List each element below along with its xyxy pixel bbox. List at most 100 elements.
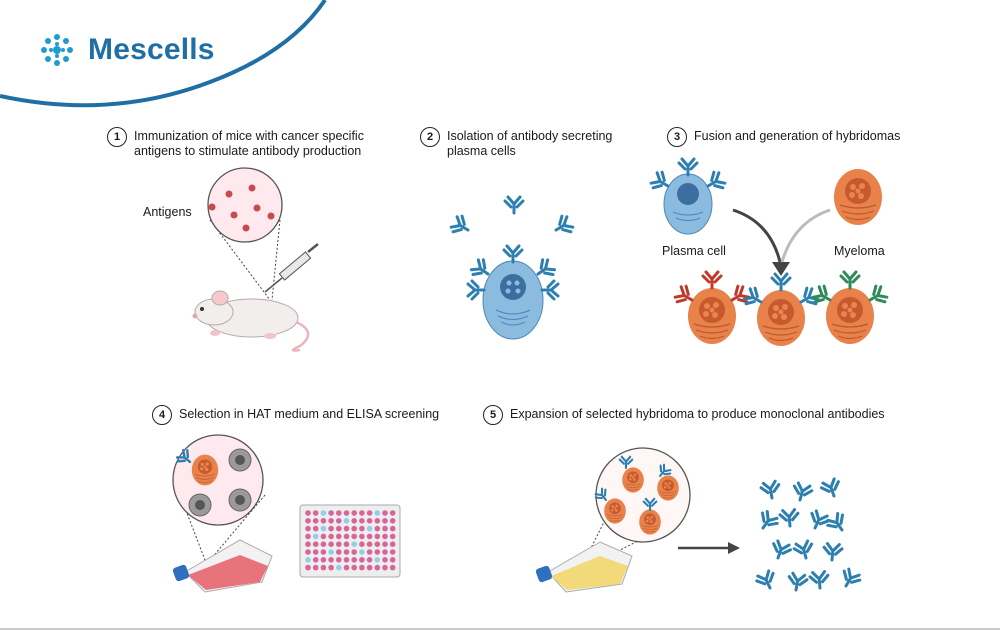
elisa-well [343,557,350,563]
elisa-well [374,510,381,516]
elisa-well [382,549,388,555]
elisa-well [382,557,388,563]
step-4-number: 4 [152,405,172,425]
step-1-text: Immunization of mice with cancer specifi… [134,129,364,159]
elisa-well [320,518,327,524]
elisa-well [343,510,350,516]
cell-cluster-logo-icon [41,34,73,66]
bottom-divider [0,628,1000,630]
hybridoma-green [810,270,890,344]
step-2-line2: plasma cells [447,144,516,158]
elisa-well [366,557,373,563]
elisa-well [312,557,319,563]
elisa-well [320,549,327,555]
elisa-well [389,533,396,540]
brand-logo[interactable]: Mescells [36,28,215,72]
step-5: 5 Expansion of selected hybridoma to pro… [483,405,885,425]
elisa-well [320,525,327,532]
elisa-well [366,533,373,540]
elisa-well [320,533,327,540]
header-swoosh [0,0,330,108]
elisa-well [382,510,388,516]
elisa-well [351,525,358,532]
elisa-well [336,510,342,516]
step-2-line1: Isolation of antibody secreting [447,129,613,143]
elisa-well [389,564,396,571]
hybridoma-red [672,270,752,344]
elisa-well [343,518,350,524]
elisa-well [328,541,334,547]
elisa-well [389,525,396,532]
elisa-well [336,518,342,524]
antigen-circle [207,167,283,301]
elisa-well [312,564,319,571]
elisa-well [305,518,311,524]
antigens-label: Antigens [143,205,192,219]
elisa-well [305,510,311,516]
elisa-well [328,525,334,532]
step-1-number: 1 [107,127,127,147]
elisa-well [336,549,342,555]
elisa-well [336,557,342,563]
elisa-well [351,533,358,540]
elisa-well [305,541,311,547]
header-arc [0,0,327,108]
elisa-well [343,533,350,540]
mouse-icon [192,290,310,352]
elisa-well [366,541,373,547]
elisa-well [305,533,311,540]
elisa-well [312,510,319,516]
elisa-well [366,564,373,571]
plasma-cell-large [466,244,560,340]
elisa-well [351,518,358,524]
elisa-well [359,557,365,563]
free-antibodies [448,195,576,240]
elisa-well [312,541,319,547]
elisa-well [359,564,365,571]
elisa-well [351,541,358,547]
elisa-well [320,510,327,516]
elisa-well [389,549,396,555]
myeloma-label: Myeloma [834,244,885,258]
selection-circle [172,434,266,561]
elisa-well [328,510,334,516]
elisa-well [389,510,396,516]
elisa-well [328,518,334,524]
elisa-well [359,510,365,516]
elisa-well [320,541,327,547]
myeloma-cell [834,169,882,225]
step-4: 4 Selection in HAT medium and ELISA scre… [152,405,440,425]
elisa-well [343,525,350,532]
elisa-wells [305,510,396,571]
elisa-well [336,541,342,547]
syringe-icon [264,243,319,293]
elisa-well [359,549,365,555]
plasma-cell-small [648,157,728,235]
flask-yellow [535,541,633,593]
elisa-well [359,533,365,540]
elisa-well [351,510,358,516]
step-4-text: Selection in HAT medium and ELISA screen… [179,407,440,421]
fusion-arrows [732,208,831,276]
elisa-well [305,549,311,555]
elisa-well [312,533,319,540]
step-5-text: Expansion of selected hybridoma to produ… [510,407,885,421]
brand-name: Mescells [88,33,215,66]
elisa-well [351,564,358,571]
elisa-well [359,541,365,547]
step-2-text: Isolation of antibody secreting plasma c… [447,129,612,159]
expansion-arrow [678,542,740,554]
step-3-text: Fusion and generation of hybridomas [694,129,901,143]
elisa-well [343,549,350,555]
step-5-number: 5 [483,405,503,425]
elisa-well [312,525,319,532]
elisa-well [359,518,365,524]
step-3: 3 Fusion and generation of hybridomas [667,127,901,147]
elisa-well [312,518,319,524]
elisa-well [382,525,388,532]
elisa-well [312,549,319,555]
step-1-line2: antigens to stimulate antibody productio… [134,144,362,158]
elisa-well [382,564,388,571]
flask-red [172,539,273,593]
